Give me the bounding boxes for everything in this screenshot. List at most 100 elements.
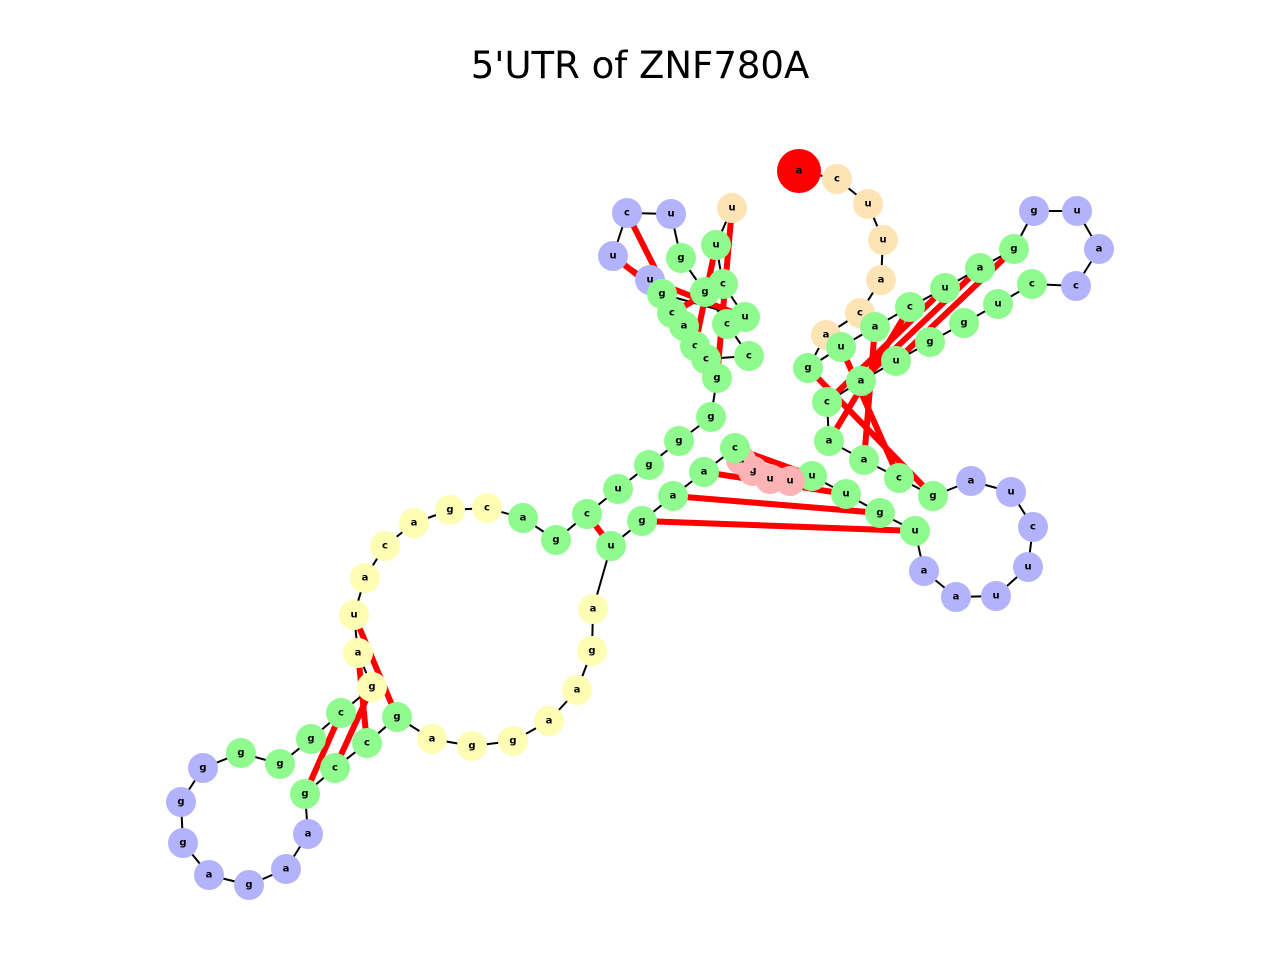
nucleotide-label: u: [837, 342, 844, 353]
nucleotide-label: u: [667, 209, 674, 220]
nucleotide-stem: c: [691, 344, 721, 374]
nucleotide-label: c: [724, 319, 730, 330]
nucleotide-label: u: [879, 235, 886, 246]
nucleotide-hairpin: u: [598, 241, 628, 271]
nucleotide-stem: c: [884, 463, 914, 493]
nucleotide-stem: g: [696, 402, 726, 432]
nucleotide-stem: g: [666, 243, 696, 273]
nucleotide-node: [701, 230, 731, 260]
nucleotide-label: c: [834, 174, 840, 185]
nucleotide-label: g: [446, 505, 453, 516]
nucleotide-node: [696, 402, 726, 432]
nucleotide-label: a: [429, 734, 436, 745]
nucleotide-node: [956, 466, 986, 496]
nucleotide-label: u: [1024, 562, 1031, 573]
nucleotide-label: u: [941, 283, 948, 294]
nucleotide-label: a: [206, 870, 213, 881]
nucleotide-label: c: [1030, 522, 1036, 533]
nucleotide-stem: c: [572, 499, 602, 529]
nucleotide-label: g: [368, 682, 375, 693]
nucleotide-label: g: [307, 734, 314, 745]
base-pair-edge: [672, 493, 881, 516]
nucleotide-node: [981, 581, 1011, 611]
nucleotide-node: [320, 753, 350, 783]
nucleotide-stem: c: [895, 292, 925, 322]
nucleotide-multiloop: a: [343, 638, 373, 668]
nucleotide-node: [996, 477, 1026, 507]
nucleotide-label: c: [484, 503, 490, 514]
nucleotide-node: [1018, 512, 1048, 542]
nucleotide-stem: g: [296, 724, 326, 754]
nucleotide-hairpin: u: [1062, 196, 1092, 226]
nucleotide-node: [689, 457, 719, 487]
nucleotide-node: [666, 243, 696, 273]
nucleotide-stem: g: [999, 234, 1029, 264]
nucleotide-label: g: [658, 289, 665, 300]
nucleotide-multiloop: c: [472, 493, 502, 523]
nucleotide-node: [271, 854, 301, 884]
nucleotide-node: [472, 493, 502, 523]
nucleotide-node: [326, 698, 356, 728]
nucleotide-hairpin: g: [166, 787, 196, 817]
nucleotide-node: [949, 308, 979, 338]
nucleotide-label: a: [305, 829, 312, 840]
nucleotide-label: u: [646, 275, 653, 286]
nucleotide-node: [598, 241, 628, 271]
nucleotide-label: c: [1073, 281, 1079, 292]
nucleotide-hairpin: g: [234, 870, 264, 900]
nucleotide-node: [350, 563, 380, 593]
nucleotide-label: c: [857, 308, 863, 319]
nucleotide-hairpin: g: [188, 753, 218, 783]
nucleotide-stem: g: [265, 749, 295, 779]
nucleotide-label: g: [926, 337, 933, 348]
nucleotide-label: g: [677, 253, 684, 264]
nucleotide-label: a: [968, 476, 975, 487]
nucleotide-node: [234, 870, 264, 900]
nucleotide-multiloop: g: [577, 636, 607, 666]
nucleotide-node: [860, 312, 890, 342]
nucleotide-label: g: [199, 763, 206, 774]
nucleotide-node: [983, 289, 1013, 319]
nucleotide-unpaired: u: [717, 193, 747, 223]
nucleotide-node: [720, 433, 750, 463]
nucleotide-node: [352, 728, 382, 758]
nucleotide-label: g: [301, 789, 308, 800]
nucleotide-label: g: [707, 412, 714, 423]
base-pair-edge: [861, 326, 878, 461]
nucleotide-label: c: [584, 509, 590, 520]
nucleotide-label: g: [876, 508, 883, 519]
nucleotide-label: u: [808, 471, 815, 482]
nucleotide-stem: a: [658, 481, 688, 511]
nucleotide-label: a: [520, 513, 527, 524]
nucleotide-node: [562, 675, 592, 705]
nucleotide-hairpin: a: [194, 860, 224, 890]
nucleotide-node: [357, 672, 387, 702]
nucleotide-node: [339, 600, 369, 630]
nucleotide-label: a: [670, 491, 677, 502]
nucleotide-label: a: [411, 518, 418, 529]
nucleotide-unpaired: a: [866, 265, 896, 295]
nucleotide-node: [265, 749, 295, 779]
nucleotide-unpaired: u: [868, 225, 898, 255]
nucleotide-node: [417, 724, 447, 754]
nucleotide-stem: u: [900, 516, 930, 546]
nucleotide-label: c: [732, 443, 738, 454]
nucleotide-label: u: [609, 251, 616, 262]
nucleotide-label: a: [861, 455, 868, 466]
nucleotide-node: [895, 292, 925, 322]
nucleotide-hairpin: a: [956, 466, 986, 496]
nucleotide-label: g: [638, 516, 645, 527]
nucleotide-stem: a: [689, 457, 719, 487]
nucleotide-label: u: [712, 240, 719, 251]
nucleotide-node: [1017, 269, 1047, 299]
base-pair-edge: [641, 518, 916, 534]
nucleotide-label: g: [645, 460, 652, 471]
nucleotide-stem: a: [508, 503, 538, 533]
nucleotide-stem: u: [701, 230, 731, 260]
nucleotide-stem: g: [647, 279, 677, 309]
nucleotide-node: [717, 193, 747, 223]
nucleotide-node: [647, 279, 677, 309]
nucleotide-node: [399, 508, 429, 538]
nucleotide-node: [658, 481, 688, 511]
